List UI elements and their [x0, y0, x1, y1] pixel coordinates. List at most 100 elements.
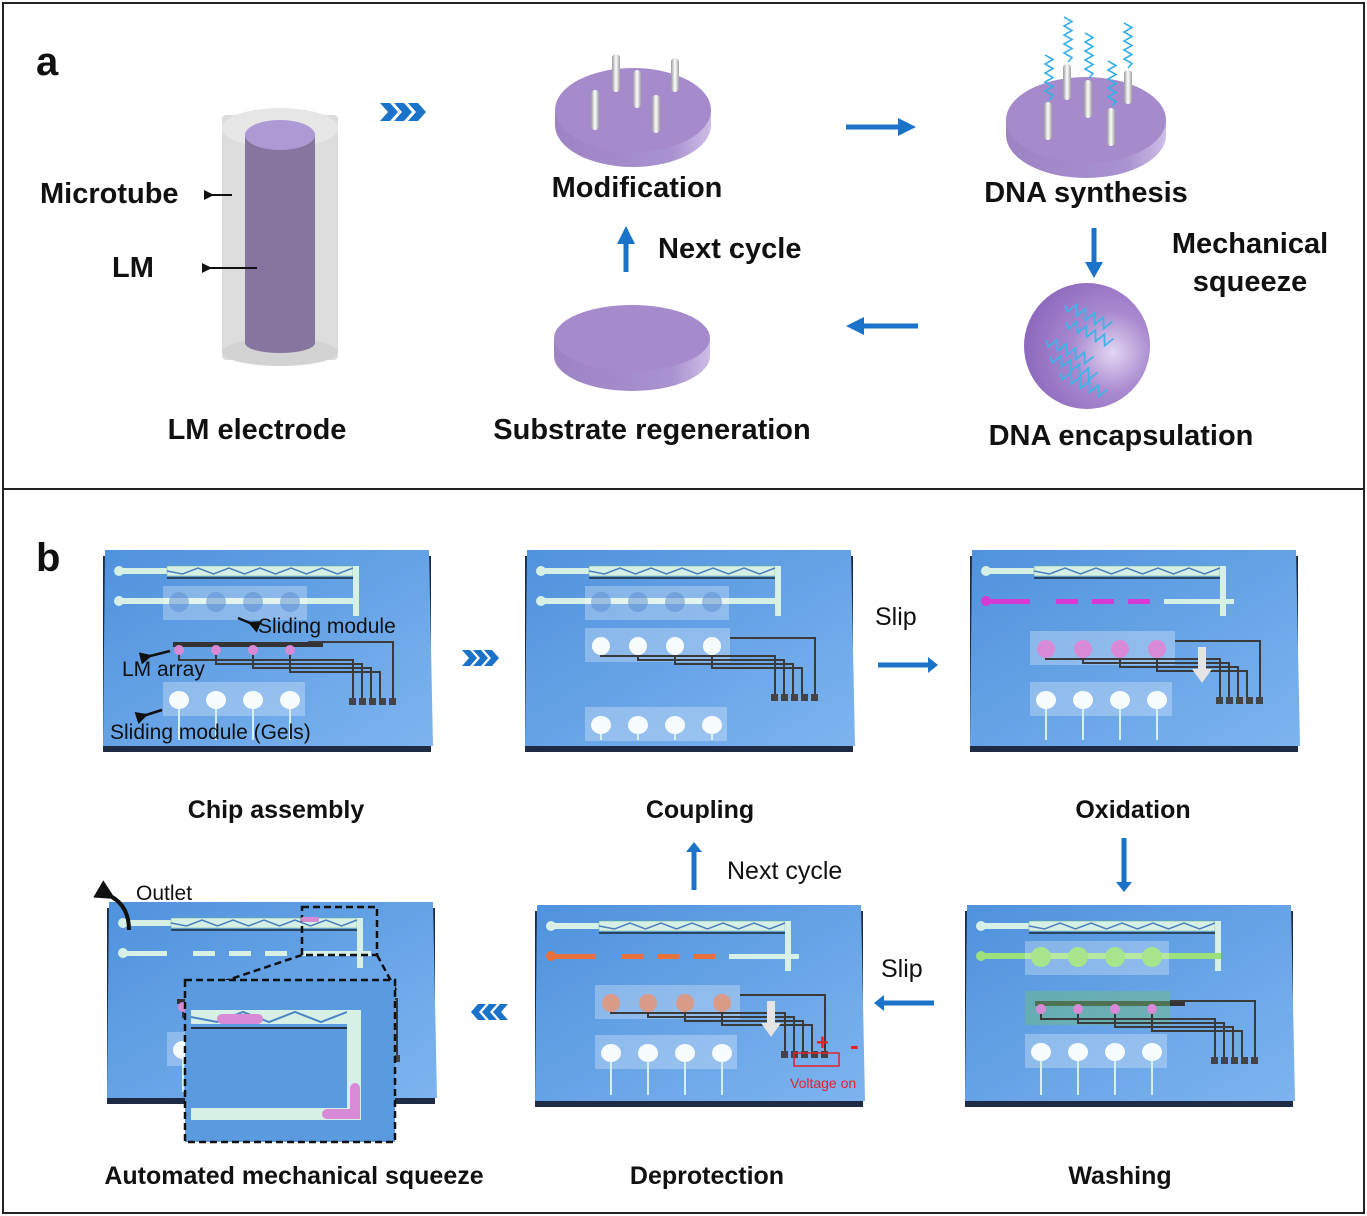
outlet-arrow-icon — [93, 880, 131, 931]
lm-electrode-label: LM electrode — [167, 414, 347, 446]
channel-2 — [981, 953, 1221, 959]
chamber — [1105, 947, 1125, 967]
dna-synthesis-disc-icon — [1006, 16, 1166, 178]
dna-strand — [1065, 319, 1114, 348]
chevron — [484, 650, 499, 666]
gel-spot — [169, 691, 189, 709]
chamber — [702, 592, 722, 612]
gel-spot — [1068, 1043, 1088, 1061]
coupling-diagram — [525, 550, 855, 752]
triple-chevron-left-icon — [471, 1004, 508, 1020]
gels-pointer-arrow — [134, 708, 163, 724]
oxidation-diagram — [970, 550, 1300, 752]
contact-pad — [1251, 1057, 1258, 1064]
slip-annotation-top: Slip — [875, 603, 917, 631]
lm-electrode-dot — [666, 637, 684, 655]
channel-segment — [986, 599, 1030, 604]
chevron — [473, 650, 488, 666]
voltage-on-box — [793, 1052, 840, 1067]
triple-chevron-right-icon — [462, 650, 499, 666]
channel-segment — [123, 951, 167, 956]
contact-pad — [1236, 697, 1243, 704]
channel-segment — [729, 954, 799, 959]
channel — [981, 923, 1029, 929]
contact-pad — [801, 694, 808, 701]
contact-pad — [1256, 697, 1263, 704]
slip-arrow-left-icon — [874, 995, 934, 1011]
gel-spot — [665, 716, 685, 734]
channel — [986, 568, 1034, 574]
electrode-bar — [1035, 1001, 1185, 1006]
chamber — [169, 592, 189, 612]
contact-pad — [379, 698, 386, 705]
dna-synthesis-label: DNA synthesis — [984, 177, 1188, 209]
inset-channel-bottom — [191, 1108, 361, 1120]
contact-pad — [811, 1051, 818, 1058]
washing-diagram — [965, 905, 1295, 1107]
mechanical-squeeze-label-line2: squeeze — [1192, 266, 1308, 298]
channel-2 — [119, 598, 359, 604]
dna-strand — [1045, 337, 1094, 366]
dna-strand — [1106, 60, 1118, 107]
deprotection-diagram — [535, 905, 865, 1107]
wire — [711, 646, 803, 696]
modification-disc-icon — [555, 54, 711, 167]
lm-electrode-dot — [1148, 640, 1166, 658]
contact-pad — [791, 694, 798, 701]
contact-pad — [1221, 1057, 1228, 1064]
dna-strand — [1064, 302, 1113, 331]
zigzag-pattern — [166, 567, 354, 575]
wire — [289, 650, 381, 700]
contact-pad — [359, 698, 366, 705]
lm-electrode-dot — [1037, 640, 1055, 658]
linker-pins — [591, 54, 679, 133]
contact-pad — [781, 1051, 788, 1058]
voltage-on-annotation: Voltage on — [790, 1075, 857, 1091]
gel-spot — [1147, 691, 1167, 709]
chamber — [1031, 947, 1051, 967]
sliding-module-pointer-arrow — [237, 616, 262, 633]
slide-down-arrow-icon — [761, 1001, 781, 1037]
arrow-up-icon — [617, 226, 635, 272]
contact-pad — [1246, 697, 1253, 704]
zigzag-pattern — [1028, 922, 1216, 930]
chamber — [1068, 947, 1088, 967]
channel-segment — [551, 954, 595, 959]
lm-electrode-icon — [222, 108, 338, 366]
chip-assembly-diagram — [103, 550, 433, 752]
contact-pad — [801, 1051, 808, 1058]
contact-pad — [811, 694, 818, 701]
lm-droplet-inset — [217, 1014, 263, 1024]
contact-pad — [1231, 1057, 1238, 1064]
dna-strand — [1083, 32, 1095, 79]
chamber — [243, 592, 263, 612]
channel-segment — [301, 951, 371, 956]
lm-electrode-dot — [285, 645, 295, 655]
dna-strands — [1043, 16, 1134, 107]
panel-b-letter: b — [36, 536, 61, 580]
gel-spot — [206, 691, 226, 709]
contact-pad — [1211, 1057, 1218, 1064]
lm-electrode-dot — [174, 645, 184, 655]
outlet-annotation: Outlet — [136, 882, 193, 905]
sliding-module-gels-annotation: Sliding module (Gels) — [110, 721, 311, 744]
substrate-disc-icon — [554, 305, 710, 391]
gel-spot — [1031, 1043, 1051, 1061]
next-cycle-label-a: Next cycle — [658, 233, 802, 265]
contact-pad — [821, 1051, 828, 1058]
gel-spot — [243, 691, 263, 709]
zigzag-pattern — [1033, 567, 1221, 575]
gel-spot — [628, 716, 648, 734]
channel-segment — [265, 951, 287, 956]
lm-electrode-dot — [713, 994, 731, 1012]
wire — [1175, 640, 1261, 699]
gel-spot — [638, 1044, 658, 1062]
lm-array-pointer-arrow — [138, 649, 171, 665]
chamber — [628, 592, 648, 612]
electrode-bar — [173, 642, 323, 647]
contact-pad — [369, 698, 376, 705]
wire — [1151, 1009, 1243, 1059]
chamber — [665, 592, 685, 612]
sliding-module-annotation: Sliding module — [258, 615, 396, 638]
